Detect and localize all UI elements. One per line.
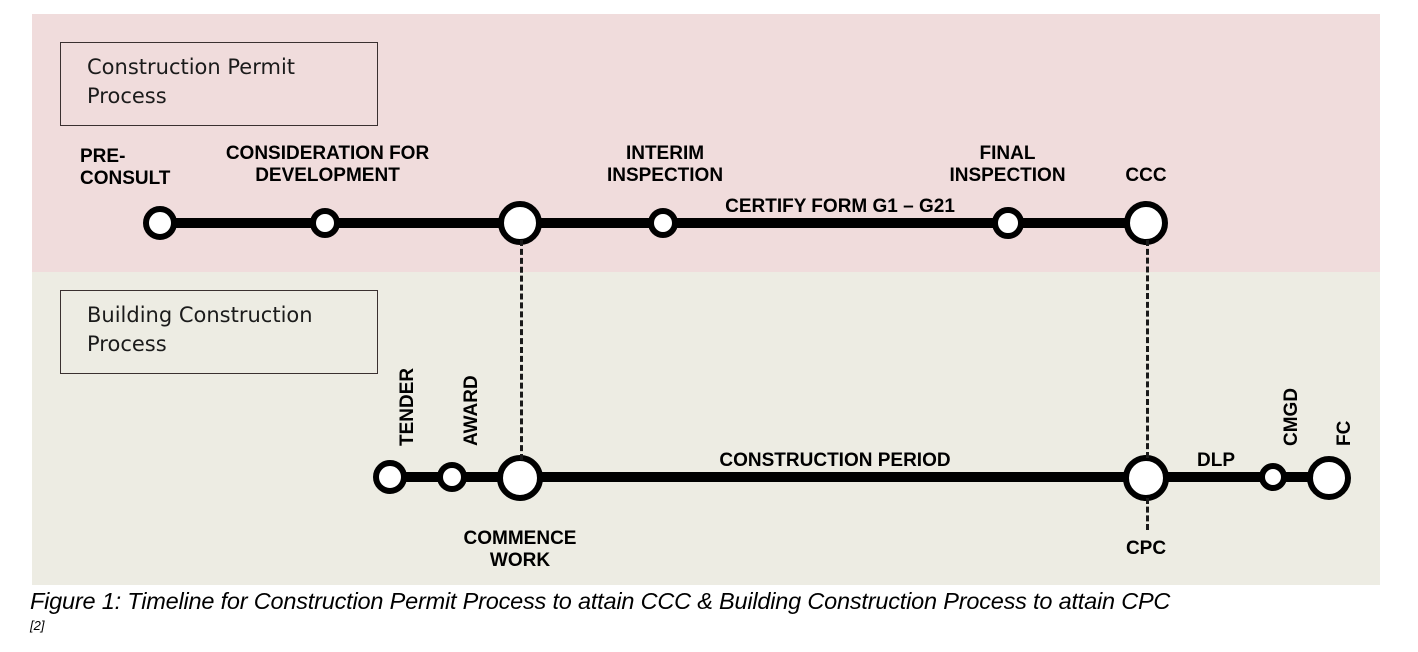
label-commence-work: COMMENCE WORK <box>463 528 577 572</box>
node-fc[interactable] <box>1307 456 1351 500</box>
label-construction-period: CONSTRUCTION PERIOD <box>719 450 951 471</box>
label-dlp: DLP <box>1197 450 1235 471</box>
node-permit-commence-work[interactable] <box>498 201 542 245</box>
node-tender[interactable] <box>373 460 407 494</box>
permit-process-title-box: Construction Permit Process <box>60 42 378 126</box>
label-cpc: CPC <box>1125 538 1167 559</box>
label-certify-form: CERTIFY FORM G1 – G21 <box>725 196 955 217</box>
label-fc: FC <box>1334 420 1355 446</box>
figure-reference: [2] <box>30 618 45 633</box>
connector-ccc-to-cpc <box>1146 240 1149 458</box>
label-tender: TENDER <box>397 367 418 446</box>
label-cmgd: CMGD <box>1281 387 1302 446</box>
label-ccc: CCC <box>1125 165 1167 186</box>
figure-caption: Figure 1: Timeline for Construction Perm… <box>30 588 1171 614</box>
connector-commence-work <box>520 240 523 460</box>
node-consideration-for-development[interactable] <box>310 208 340 238</box>
node-cmgd[interactable] <box>1259 463 1287 491</box>
label-consideration-for-development: CONSIDERATION FOR DEVELOPMENT <box>225 143 430 187</box>
node-award[interactable] <box>437 462 467 492</box>
node-cpc[interactable] <box>1123 455 1169 501</box>
node-pre-consult[interactable] <box>143 206 177 240</box>
label-pre-consult: PRE- CONSULT <box>80 146 171 190</box>
label-final-inspection: FINAL INSPECTION <box>949 143 1066 187</box>
node-interim-inspection[interactable] <box>648 208 678 238</box>
label-interim-inspection: INTERIM INSPECTION <box>606 143 724 187</box>
node-commence-work[interactable] <box>497 455 543 501</box>
node-ccc[interactable] <box>1124 201 1168 245</box>
label-award: AWARD <box>461 375 482 446</box>
construction-process-band <box>32 272 1380 585</box>
connector-cpc-label <box>1146 498 1149 530</box>
construction-timeline-axis <box>390 472 1330 482</box>
construction-process-title-box: Building Construction Process <box>60 290 378 374</box>
node-final-inspection[interactable] <box>992 207 1024 239</box>
